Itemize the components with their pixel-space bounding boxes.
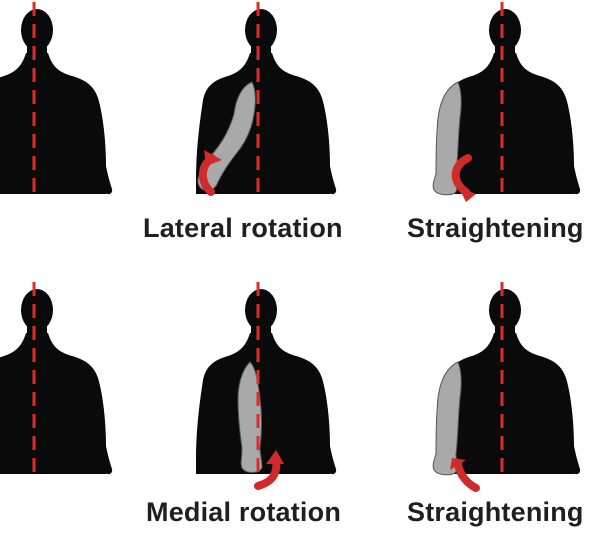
torso <box>440 333 574 474</box>
label-straightening-bottom: Straightening <box>407 497 584 528</box>
figure-r0-c0 <box>0 2 112 200</box>
figure-r1-c2 <box>433 282 580 480</box>
figure-r1-c0 <box>0 282 112 480</box>
label-medial-rotation: Medial rotation <box>146 497 341 528</box>
torso <box>440 53 574 194</box>
torso <box>0 53 106 194</box>
figure-r0-c1 <box>196 2 336 200</box>
figure-r1-c1 <box>196 282 336 480</box>
torso <box>0 333 106 474</box>
torso <box>196 333 330 474</box>
label-straightening-top: Straightening <box>407 213 584 244</box>
label-lateral-rotation: Lateral rotation <box>143 213 343 244</box>
